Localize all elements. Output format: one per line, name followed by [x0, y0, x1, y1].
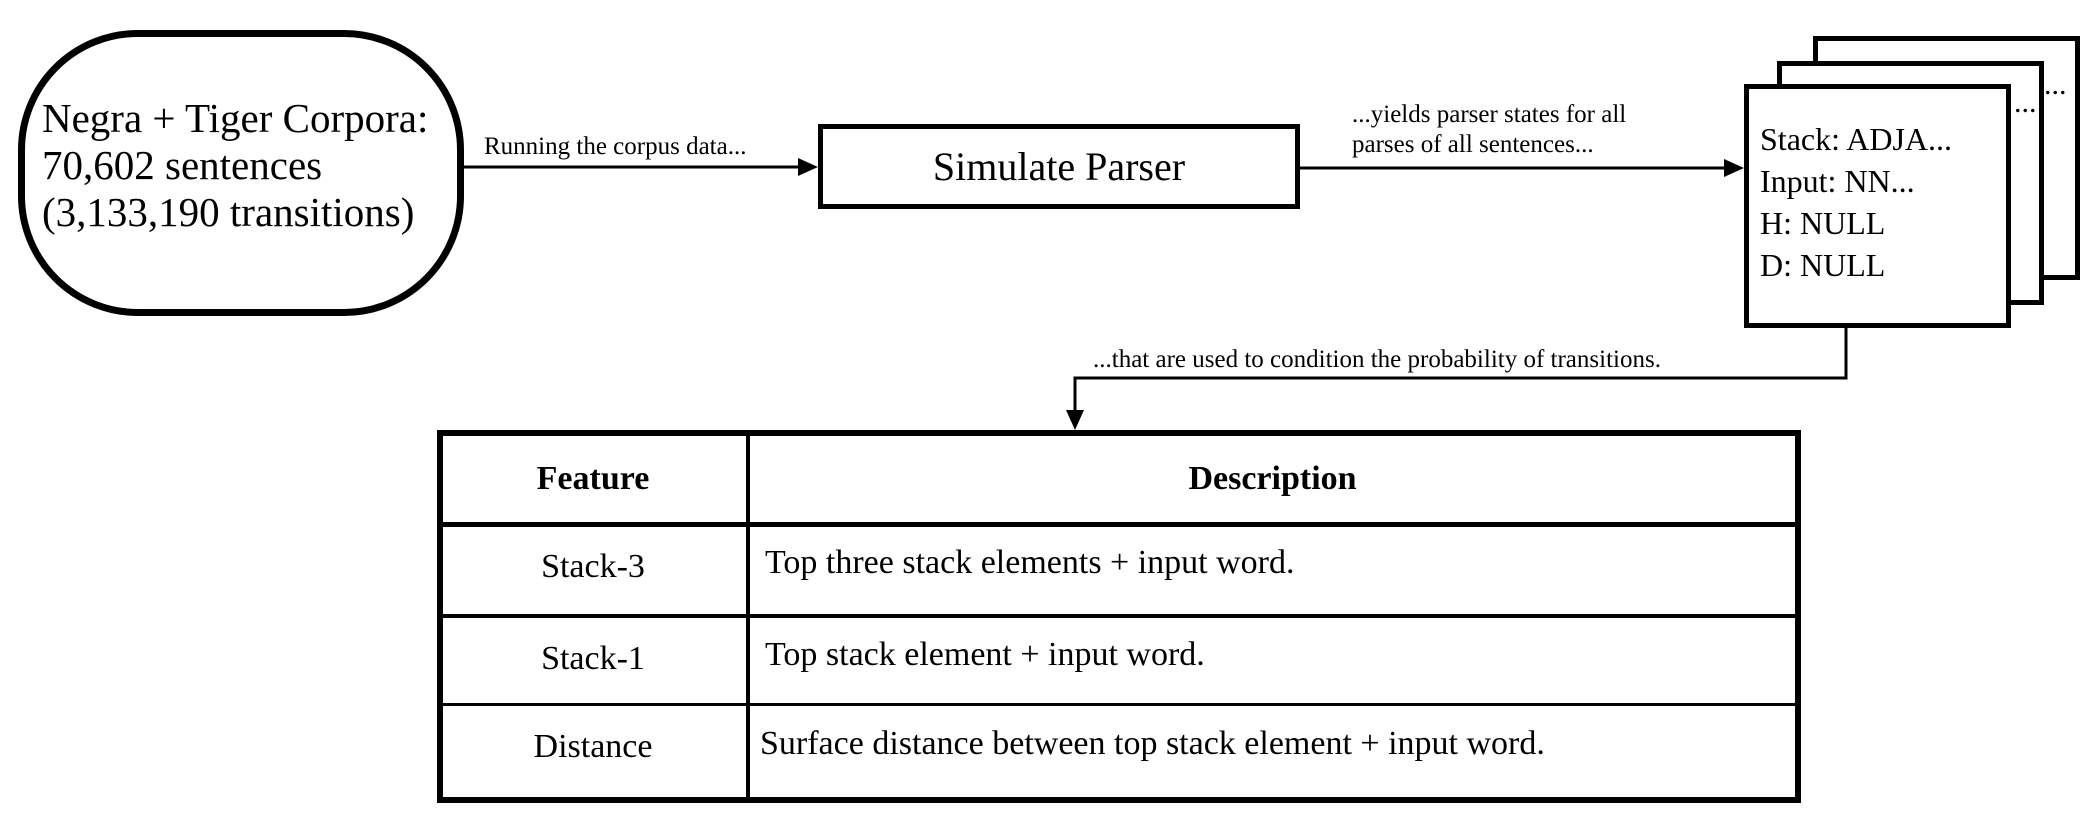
state-d: D: NULL: [1760, 247, 1886, 283]
yields-label: ...yields parser states for all parses o…: [1352, 100, 1626, 160]
more-states-marker-back: ...: [2044, 68, 2067, 101]
table-cell-description: Top three stack elements + input word.: [765, 544, 1295, 581]
parser-state-fields: Stack: ADJA... Input: NN... H: NULL D: N…: [1760, 118, 1952, 286]
table-header-divider: [437, 522, 1801, 527]
table-header-feature: Feature: [536, 460, 650, 497]
corpus-line-3: (3,133,190 transitions): [42, 189, 415, 235]
table-cell-feature: Stack-1: [541, 640, 645, 677]
table-cell-description: Top stack element + input word.: [765, 636, 1205, 673]
simulate-parser-box: Simulate Parser: [818, 124, 1300, 209]
more-states-marker-middle: ...: [2014, 86, 2037, 119]
state-stack: Stack: ADJA...: [1760, 121, 1952, 157]
table-header-description: Description: [1188, 460, 1357, 497]
arrow-simulator-to-states: [1300, 159, 1744, 177]
table-cell-feature: Distance: [533, 728, 653, 765]
condition-label: ...that are used to condition the probab…: [1093, 346, 1661, 373]
corpus-box: [18, 30, 464, 316]
state-input: Input: NN...: [1760, 163, 1915, 199]
running-label: Running the corpus data...: [484, 133, 747, 160]
corpus-line-1: Negra + Tiger Corpora:: [42, 95, 429, 141]
arrow-states-to-table: [1066, 328, 1848, 430]
table-cell-feature: Stack-3: [541, 548, 645, 585]
table-row-divider: [437, 614, 1801, 618]
corpus-text: Negra + Tiger Corpora: 70,602 sentences …: [42, 95, 428, 236]
arrow-corpus-to-simulator: [464, 158, 818, 176]
yields-label-line-1: ...yields parser states for all: [1352, 101, 1627, 128]
simulate-parser-label: Simulate Parser: [932, 144, 1186, 189]
parser-state-card-front: [1744, 84, 2011, 328]
state-h: H: NULL: [1760, 205, 1886, 241]
table-row-divider: [437, 703, 1801, 706]
yields-label-line-2: parses of all sentences...: [1352, 131, 1594, 158]
corpus-line-2: 70,602 sentences: [42, 142, 323, 188]
table-cell-description: Surface distance between top stack eleme…: [760, 725, 1545, 762]
